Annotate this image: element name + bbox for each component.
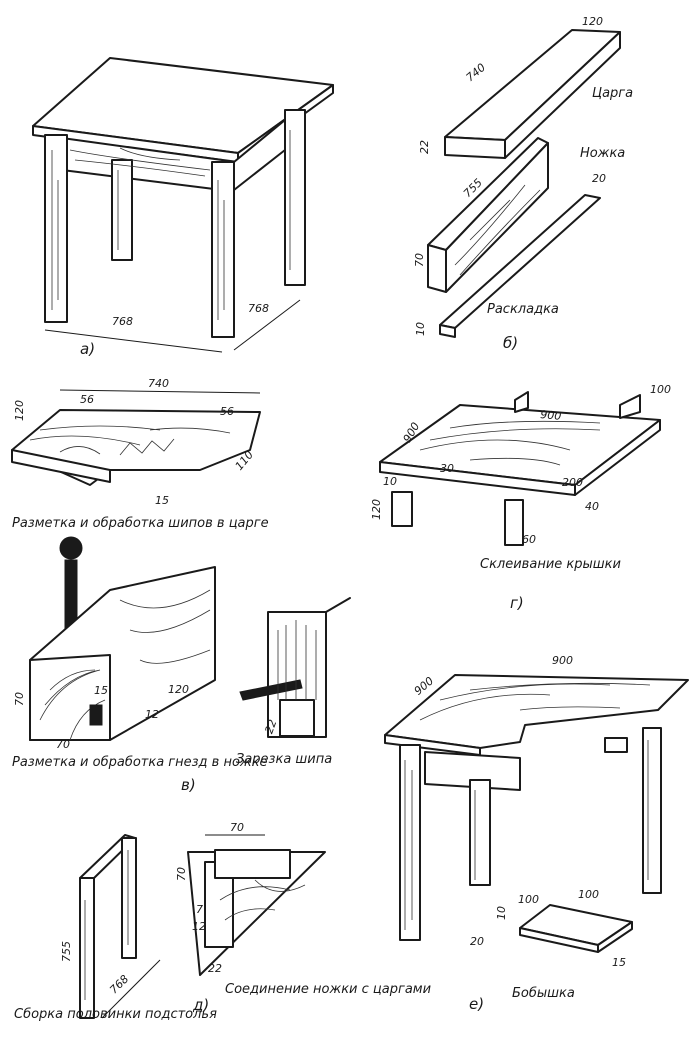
panel-g-dim-clamp: 100 xyxy=(650,383,671,396)
panel-v-mortise: 70 15 120 12 70 Разметка и обработка гне… xyxy=(12,536,351,794)
marking-caption: Разметка и обработка шипов в царге xyxy=(12,516,269,531)
panel-v-dim-12: 12 xyxy=(145,708,159,721)
marking-dim-shoulder: 15 xyxy=(155,494,169,507)
panel-d-dim-top: 70 xyxy=(230,821,244,834)
panel-v-letter: в) xyxy=(181,776,196,794)
panel-g-dim-length: 900 xyxy=(540,408,562,423)
panel-g-dim-200: 200 xyxy=(562,476,583,489)
panel-tenon-marking: 740 120 56 56 110 15 Разметка и обработк… xyxy=(11,377,269,531)
marking-dim-length: 740 xyxy=(148,377,169,390)
panel-d-dim-22: 22 xyxy=(208,962,222,975)
marking-dim-tenon-left: 56 xyxy=(80,393,94,406)
panel-b-dim-leg-section: 70 xyxy=(413,253,426,267)
panel-g-caption: Склеивание крышки xyxy=(480,557,621,572)
panel-b-dim-tsarga-thick: 22 xyxy=(418,140,431,154)
marking-dim-tenon-right: 56 xyxy=(220,405,234,418)
marking-dim-width: 120 xyxy=(13,400,26,421)
panel-a-dim-front: 768 xyxy=(112,315,133,328)
panel-b-label-nozhka: Ножка xyxy=(580,146,625,161)
panel-b-letter: б) xyxy=(503,334,518,352)
panel-v-dim-22: 22 xyxy=(262,718,279,736)
panel-b-dim-strip-thick: 10 xyxy=(414,322,427,336)
panel-v-dim-side: 70 xyxy=(13,692,26,706)
panel-d-caption2: Соединение ножки с царгами xyxy=(225,982,431,997)
panel-e-caption: Бобышка xyxy=(512,986,575,1001)
panel-g-gluing: 100 900 900 10 120 30 200 40 60 Склеиван… xyxy=(370,383,671,612)
panel-g-dim-60: 60 xyxy=(522,533,536,546)
panel-a-dim-side: 768 xyxy=(248,302,269,315)
panel-g-dim-30: 30 xyxy=(440,462,454,475)
panel-e-dim-top: 900 xyxy=(552,654,573,667)
panel-d-letter: д) xyxy=(192,996,209,1014)
panel-g-dim-10: 10 xyxy=(383,475,397,488)
panel-e-dim-100a: 100 xyxy=(518,893,539,906)
panel-v-dim-70: 70 xyxy=(56,738,70,751)
panel-d-dim-12: 12 xyxy=(192,920,206,933)
panel-b-dim-tsarga-length: 740 xyxy=(464,61,488,84)
panel-b-label-raskladka: Раскладка xyxy=(487,302,559,317)
panel-e-table: 900 900 10 100 100 20 15 Бобышка е) xyxy=(384,654,689,1013)
panel-b-parts: 120 740 22 Царга 755 70 Ножка 20 10 Раск… xyxy=(413,15,633,352)
panel-d-caption: Сборка половинки подстолья xyxy=(14,1007,217,1022)
panel-e-letter: е) xyxy=(469,995,484,1013)
panel-e-dim-100b: 100 xyxy=(578,888,599,901)
panel-e-dim-15: 15 xyxy=(612,956,626,969)
panel-d-dim-755: 755 xyxy=(60,941,73,962)
panel-a-letter: а) xyxy=(80,340,95,358)
panel-d-dim-7: 7 xyxy=(196,903,203,916)
panel-v-caption2: Зарезка шипа xyxy=(236,752,332,767)
panel-v-dim-120: 120 xyxy=(168,683,189,696)
panel-g-dim-120: 120 xyxy=(370,499,383,520)
panel-a-stool: 768 768 а) xyxy=(32,57,334,358)
panel-v-dim-15: 15 xyxy=(94,684,108,697)
panel-g-dim-40: 40 xyxy=(585,500,599,513)
panel-b-label-tsarga: Царга xyxy=(592,86,633,101)
panel-v-caption: Разметка и обработка гнезд в ножке xyxy=(12,755,267,770)
panel-d-assembly: 755 768 Сборка половинки подстолья 70 70… xyxy=(14,821,431,1022)
panel-g-letter: г) xyxy=(510,594,524,612)
panel-e-dim-20: 20 xyxy=(470,935,484,948)
panel-e-dim-10: 10 xyxy=(495,906,508,920)
panel-d-dim-left: 70 xyxy=(175,867,188,881)
panel-b-dim-tsarga-width: 120 xyxy=(582,15,603,28)
panel-b-dim-strip-width: 20 xyxy=(592,172,606,185)
